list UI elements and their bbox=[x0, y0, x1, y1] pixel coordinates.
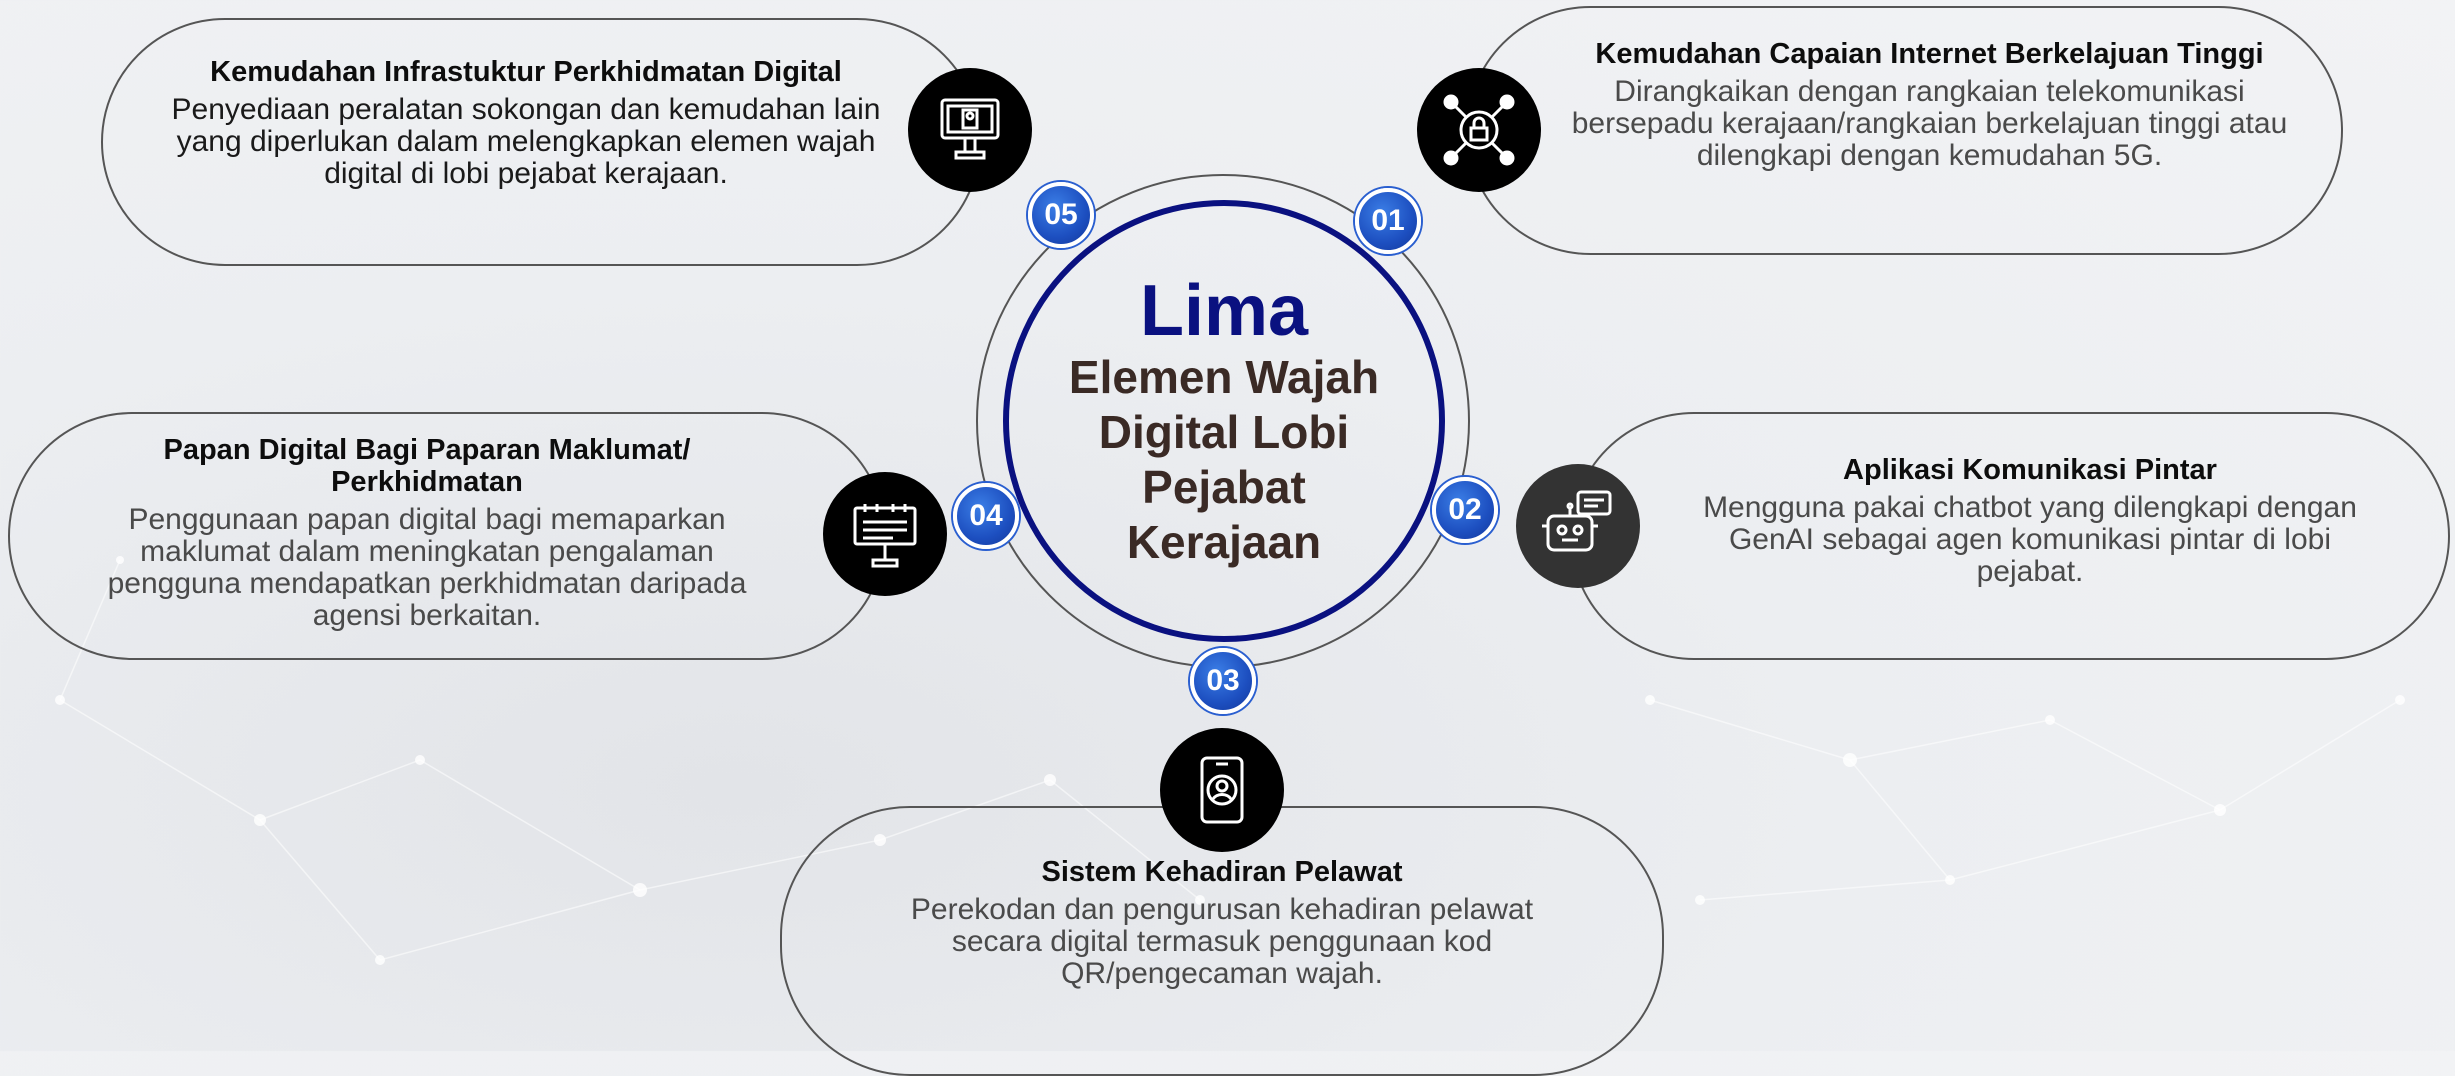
element-card-05: Kemudahan Infrastuktur Perkhidmatan Digi… bbox=[101, 18, 981, 266]
center-circle: Lima Elemen Wajah Digital Lobi Pejabat K… bbox=[1003, 200, 1445, 642]
center-subtitle: Elemen Wajah Digital Lobi Pejabat Keraja… bbox=[1068, 351, 1380, 568]
element-title: Sistem Kehadiran Pelawat bbox=[1041, 856, 1403, 888]
element-title: Papan Digital Bagi Paparan Maklumat/ Per… bbox=[163, 434, 691, 498]
chatbot-icon bbox=[1516, 464, 1640, 588]
element-card-04: Papan Digital Bagi Paparan Maklumat/ Per… bbox=[8, 412, 886, 660]
badge-05: 05 bbox=[1028, 182, 1094, 248]
element-title: Aplikasi Komunikasi Pintar bbox=[1843, 454, 2217, 486]
badge-03: 03 bbox=[1190, 648, 1256, 714]
element-card-02: Aplikasi Komunikasi Pintar Mengguna paka… bbox=[1570, 412, 2450, 660]
kiosk-icon bbox=[908, 68, 1032, 192]
element-title: Kemudahan Infrastuktur Perkhidmatan Digi… bbox=[210, 56, 842, 88]
mobile-face-id-icon bbox=[1160, 728, 1284, 852]
element-description: Penyediaan peralatan sokongan dan kemuda… bbox=[171, 93, 881, 190]
element-description: Dirangkaikan dengan rangkaian telekomuni… bbox=[1571, 75, 2288, 172]
element-description: Mengguna pakai chatbot yang dilengkapi d… bbox=[1703, 491, 2357, 588]
network-lock-icon bbox=[1417, 68, 1541, 192]
digital-signboard-icon bbox=[823, 472, 947, 596]
badge-01: 01 bbox=[1355, 188, 1421, 254]
element-description: Perekodan dan pengurusan kehadiran pelaw… bbox=[910, 893, 1534, 990]
badge-04: 04 bbox=[953, 483, 1019, 549]
badge-02: 02 bbox=[1432, 477, 1498, 543]
element-title: Kemudahan Capaian Internet Berkelajuan T… bbox=[1595, 38, 2264, 70]
center-title: Lima bbox=[1139, 271, 1309, 351]
element-card-01: Kemudahan Capaian Internet Berkelajuan T… bbox=[1466, 6, 2343, 255]
element-description: Penggunaan papan digital bagi memaparkan… bbox=[107, 503, 747, 632]
